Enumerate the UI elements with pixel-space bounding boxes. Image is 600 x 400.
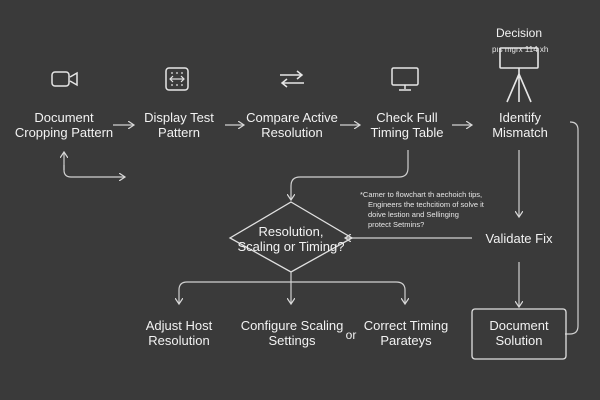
decision-top-sublabel: pıs mgrx 114 xh <box>492 45 549 54</box>
test-pattern-icon <box>165 67 189 91</box>
return-bracket-right <box>565 121 579 335</box>
projector-tripod-icon <box>499 47 539 103</box>
decision-top-label: Decision <box>495 26 543 40</box>
camera-icon <box>51 71 78 87</box>
arrow-check-to-decision <box>291 150 409 200</box>
decision-question: Resolution,Scaling or Timing? <box>237 224 345 254</box>
validate-fix-label: Validate Fix <box>485 231 553 246</box>
or-separator: or <box>345 328 357 342</box>
swap-arrows-icon <box>280 70 304 88</box>
loop-arrow-under-crop <box>63 165 125 177</box>
document-solution-box <box>471 308 567 360</box>
monitor-icon <box>391 67 419 91</box>
note-text: *Camer to flowchart th aechoich tips, En… <box>360 190 484 229</box>
